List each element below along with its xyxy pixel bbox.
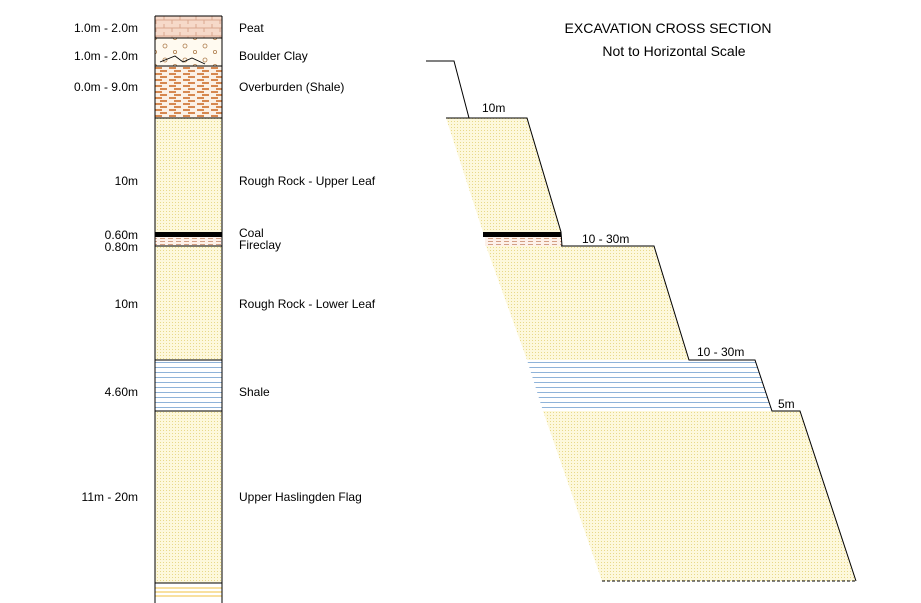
rough-rock-lower-label: Rough Rock - Lower Leaf (239, 297, 376, 311)
diagram-title: EXCAVATION CROSS SECTION (565, 20, 772, 36)
cross-section: EXCAVATION CROSS SECTION Not to Horizont… (426, 20, 857, 582)
column-base-lines (155, 587, 222, 597)
fireclay-label: Fireclay (239, 238, 281, 252)
shale-label: Shale (239, 385, 270, 399)
overburden-label: Overburden (Shale) (239, 80, 344, 94)
rough-rock-lower-layer (155, 246, 222, 360)
bench-label-3: 10 - 30m (697, 345, 744, 359)
rough-rock-upper-thickness: 10m (115, 174, 138, 188)
coal-layer (155, 232, 222, 237)
fireclay-layer (155, 237, 222, 246)
boulder-clay-symbol (159, 55, 206, 65)
rough-rock-upper-layer (155, 118, 222, 232)
bench-label-4: 5m (778, 397, 795, 411)
fireclay-thickness: 0.80m (105, 240, 138, 254)
bench-lines (446, 117, 800, 412)
section-rough-rock-lower (486, 246, 689, 360)
layer-name-labels: Peat Boulder Clay Overburden (Shale) Rou… (239, 21, 376, 504)
shale-thickness: 4.60m (105, 385, 138, 399)
upper-haslingden-flag-layer (155, 411, 222, 583)
upper-haslingden-flag-label: Upper Haslingden Flag (239, 490, 362, 504)
peat-thickness: 1.0m - 2.0m (74, 21, 138, 35)
diagram-subtitle: Not to Horizontal Scale (602, 43, 745, 59)
section-fireclay (485, 237, 562, 246)
strata-column: 1.0m - 2.0m 1.0m - 2.0m 0.0m - 9.0m 10m … (74, 15, 376, 603)
peat-layer (155, 16, 222, 38)
overburden-layer (155, 66, 222, 118)
bench-label-2: 10 - 30m (582, 232, 629, 246)
boulder-clay-thickness: 1.0m - 2.0m (74, 49, 138, 63)
rough-rock-upper-label: Rough Rock - Upper Leaf (239, 174, 376, 188)
column-boundaries (154, 15, 223, 603)
coal-thickness: 0.60m (105, 228, 138, 242)
thickness-labels: 1.0m - 2.0m 1.0m - 2.0m 0.0m - 9.0m 10m … (74, 21, 138, 504)
shale-layer (155, 360, 222, 411)
overburden-thickness: 0.0m - 9.0m (74, 80, 138, 94)
boulder-clay-label: Boulder Clay (239, 49, 308, 63)
boulder-clay-layer (155, 38, 222, 66)
peat-label: Peat (239, 21, 264, 35)
section-upper-haslingden-flag (543, 411, 856, 581)
section-coal-seam (483, 232, 561, 237)
bench-label-1: 10m (482, 101, 505, 115)
section-shale (527, 360, 772, 411)
rough-rock-lower-thickness: 10m (115, 297, 138, 311)
section-rough-rock-upper (446, 118, 561, 232)
coal-label: Coal (239, 226, 264, 240)
upper-haslingden-flag-thickness: 11m - 20m (82, 490, 138, 504)
